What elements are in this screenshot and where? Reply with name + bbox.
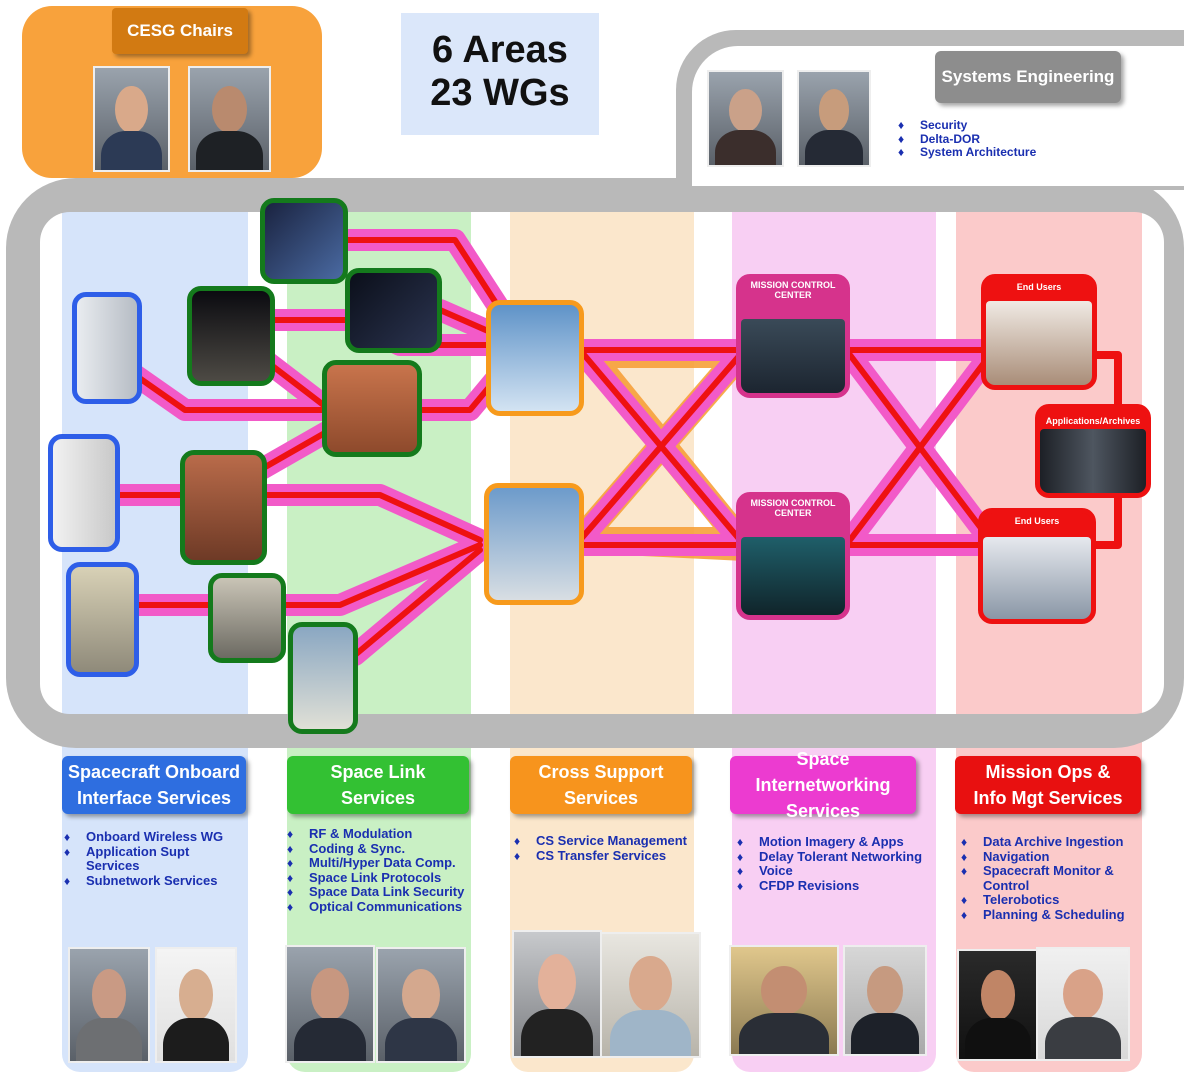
lander-tile [187,286,275,386]
area-header-space-link: Space Link Services [287,756,469,814]
wg-item: Optical Communications [285,899,475,915]
area-title-line1: Mission Ops & [985,762,1111,782]
wg-item: Application Supt Services [62,844,244,874]
chair-photo-2 [188,66,271,172]
cross-support-chair-photo-2 [600,932,701,1058]
wg-item: Space Link Protocols [285,870,475,886]
spacecraft-probe-tile [66,562,139,677]
chair-photo-1 [93,66,170,172]
area-title-line2: Info Mgt Services [973,788,1123,808]
systems-engineering-title: Systems Engineering [935,51,1121,103]
end-users-label-1: End Users [1016,282,1062,292]
wg-item: Motion Imagery & Apps [735,834,930,850]
onboard-chair-photo-2 [155,947,237,1063]
mission-ops-chair-photo-2 [1036,947,1130,1061]
wg-item: Multi/Hyper Data Comp. [285,855,475,871]
area-title-line1: Cross Support [538,762,664,782]
summary-box: 6 Areas 23 WGs [401,13,599,135]
wg-item: Voice [735,863,930,879]
area-title-line2: Services [563,788,639,808]
sys-item: Security [896,118,1096,133]
wg-item: Space Data Link Security [285,884,475,900]
area-header-onboard: Spacecraft Onboard Interface Services [62,756,246,814]
spacecraft-module-tile [48,434,120,552]
systems-eng-photo-1 [707,70,784,167]
wg-item: Delay Tolerant Networking [735,849,930,865]
wg-list-onboard: Onboard Wireless WG Application Supt Ser… [62,829,244,889]
end-users-label-2: End Users [1014,516,1060,526]
space-link-chair-photo-2 [376,947,466,1063]
systems-eng-photo-2 [797,70,871,167]
link-astronaut-dish2 [249,484,491,551]
satellite-tile-2 [345,268,442,353]
satellite-tile-1 [260,198,348,284]
area-title-line2: Services [340,788,416,808]
wg-item: Planning & Scheduling [959,907,1139,923]
sys-item: System Architecture [896,145,1096,160]
habitat-tile [322,360,422,457]
wg-item: RF & Modulation [285,826,475,842]
mission-control-tile-1 [736,274,850,398]
summary-wgs: 23 WGs [430,72,570,114]
spacecraft-rack-tile [72,292,142,404]
mission-control-tile-2 [736,492,850,620]
area-title-line2: Services [785,801,861,821]
onboard-chair-photo-1 [68,947,150,1063]
mission-control-label-1: MISSION CONTROL CENTER [750,280,836,300]
area-header-mission-ops: Mission Ops & Info Mgt Services [955,756,1141,814]
applications-archives-label: Applications/Archives [1045,416,1141,426]
cross-support-chair-photo-1 [512,930,602,1058]
internetworking-chair-photo-2 [843,945,927,1056]
astronaut-tile [180,450,267,565]
mission-control-label-2: MISSION CONTROL CENTER [750,498,836,518]
wg-item: Subnetwork Services [62,873,244,889]
area-title-line1: Space Internetworking [755,749,891,795]
wg-item: Telerobotics [959,892,1139,908]
mission-ops-chair-photo-1 [957,949,1039,1061]
wg-list-mission-ops: Data Archive Ingestion Navigation Spacec… [959,834,1139,923]
wg-item: CS Service Management [512,833,687,849]
capsule-tile [208,573,286,663]
end-users-tile-1 [981,274,1097,390]
end-users-tile-2 [978,508,1096,624]
ground-antenna-tile-2 [484,483,584,605]
wg-list-space-link: RF & Modulation Coding & Sync. Multi/Hyp… [285,826,475,915]
wg-item: CFDP Revisions [735,878,930,894]
cesg-chairs-title: CESG Chairs [112,8,248,54]
summary-areas: 6 Areas [432,29,568,71]
internetworking-chair-photo-1 [729,945,839,1056]
wg-item: Coding & Sync. [285,841,475,857]
systems-engineering-list: Security Delta-DOR System Architecture [896,118,1096,160]
rocket-tile [288,622,358,734]
ground-antenna-tile-1 [486,300,584,416]
area-header-internetworking: Space Internetworking Services [730,749,916,821]
area-title-line1: Space Link [330,762,426,782]
space-link-chair-photo-1 [285,945,375,1063]
area-title-line2: Interface Services [76,788,232,808]
area-header-cross-support: Cross Support Services [510,756,692,814]
applications-archives-tile [1035,404,1151,498]
area-title-line1: Spacecraft Onboard [67,762,241,782]
wg-item: Onboard Wireless WG [62,829,244,845]
wg-item: Spacecraft Monitor & Control [959,863,1139,893]
sys-item: Delta-DOR [896,132,1096,147]
wg-item: Navigation [959,849,1139,865]
wg-item: Data Archive Ingestion [959,834,1139,850]
wg-item: CS Transfer Services [512,848,687,864]
wg-list-internetworking: Motion Imagery & Apps Delay Tolerant Net… [735,834,930,894]
wg-list-cross-support: CS Service Management CS Transfer Servic… [512,833,687,864]
